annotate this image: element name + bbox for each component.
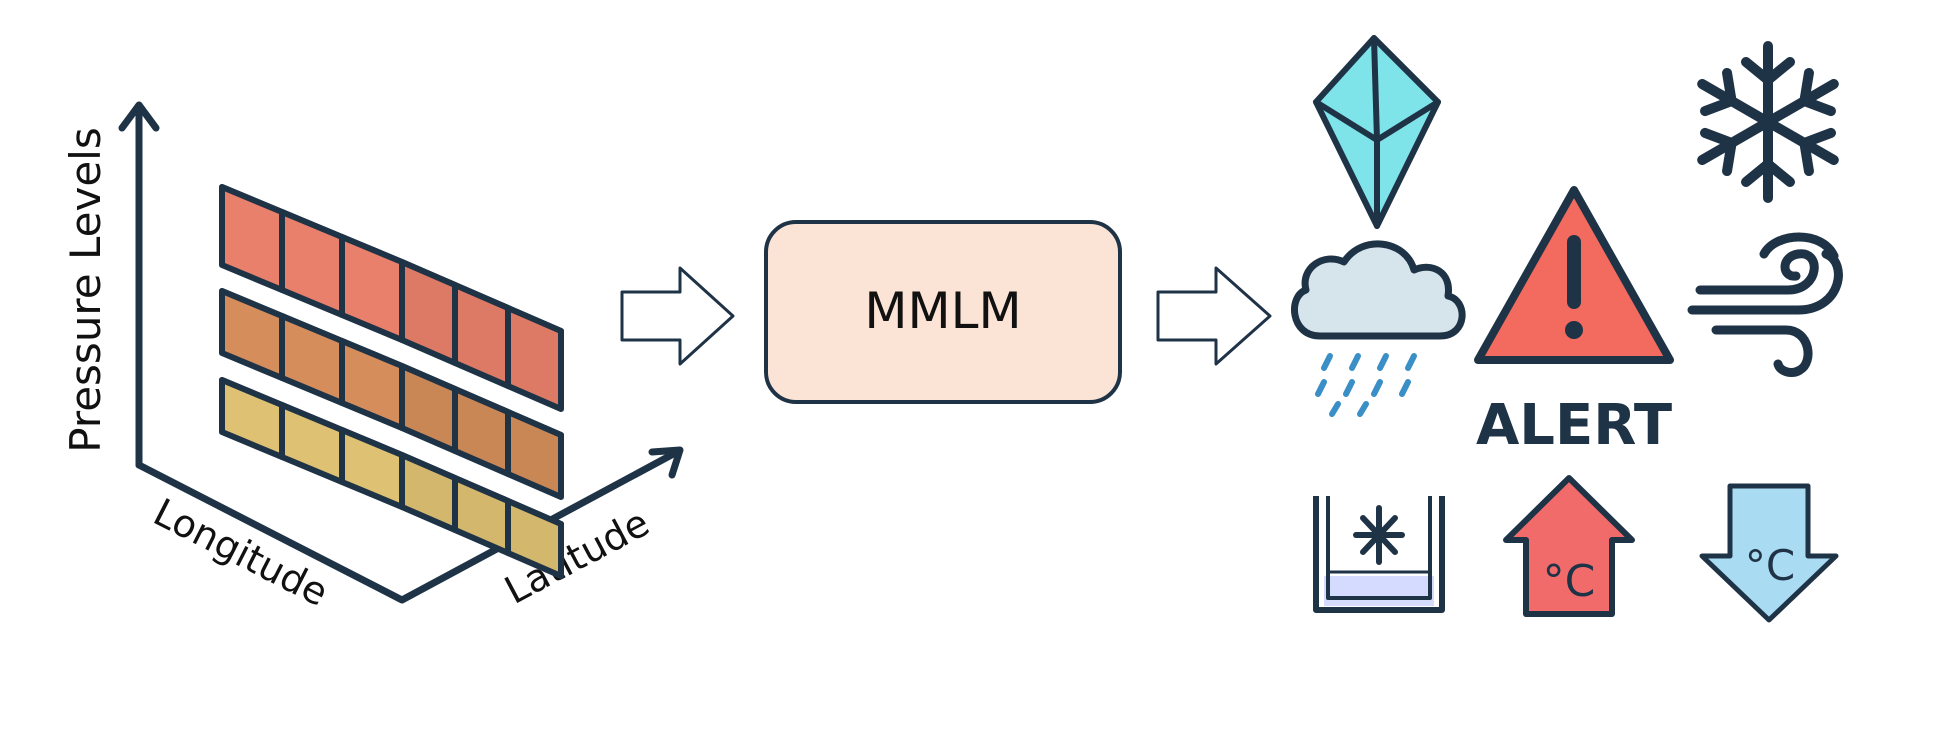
cube-middle-right-cell (505, 409, 564, 500)
cube-bottom-right-cell (452, 475, 511, 556)
cube-top-right-cell (399, 259, 458, 366)
input-flow-arrow (620, 266, 735, 366)
mmlm-box (764, 220, 1122, 404)
cube-bottom-left-cell (279, 402, 345, 485)
alert-label: ALERT (1476, 393, 1672, 458)
cube-middle-right-cell (452, 386, 511, 477)
axes (118, 101, 684, 604)
latitude-axis-head (648, 446, 684, 479)
pressure-levels-label: Pressure Levels (61, 127, 110, 452)
warning-triangle-icon (1474, 186, 1674, 364)
cube-middle-left-cell (219, 288, 285, 381)
cube-top-left-cell (279, 209, 345, 318)
cube-bottom-left-cell (339, 427, 405, 510)
data-cube (219, 184, 564, 579)
temperature-drop-icon: °C (1699, 483, 1839, 623)
cube-bottom-right-cell (399, 452, 458, 533)
mmlm-label: MMLM (864, 282, 1021, 340)
rain-cloud-icon (1291, 240, 1466, 417)
snowflake-icon (1691, 41, 1845, 198)
temp-drop-label: °C (1745, 541, 1795, 590)
cube-middle-left-cell (339, 338, 405, 431)
temperature-rise-icon: °C (1503, 475, 1635, 617)
diagonal-axes (135, 448, 681, 604)
frost-container-icon (1313, 496, 1445, 613)
cube-middle-left-cell (279, 313, 345, 406)
vertical-axis-head (118, 101, 160, 132)
temp-rise-label: °C (1543, 556, 1596, 607)
cube-top-left-cell (219, 184, 285, 293)
cube-bottom-right-cell (505, 498, 564, 579)
cube-bottom-left-cell (219, 377, 285, 460)
output-flow-arrow (1156, 266, 1272, 366)
wind-icon (1687, 232, 1843, 377)
cube-top-left-cell (339, 234, 405, 343)
cube-middle-right-cell (399, 363, 458, 454)
cube-top-right-cell (505, 305, 564, 412)
cube-top-right-cell (452, 282, 511, 389)
hail-icon (1313, 35, 1441, 229)
